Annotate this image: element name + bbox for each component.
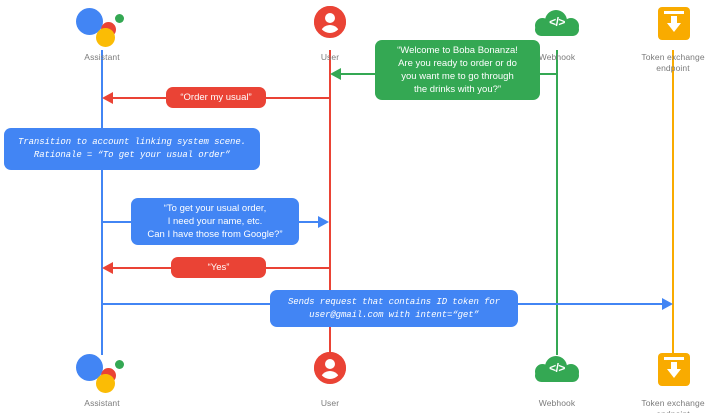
google-assistant-icon bbox=[74, 4, 130, 48]
arrow-yes-head bbox=[102, 262, 113, 274]
message-order-my-usual: “Order my usual” bbox=[166, 87, 266, 108]
assistant-dot-green bbox=[115, 14, 124, 23]
token-slot bbox=[664, 357, 684, 360]
user-avatar-icon bbox=[302, 4, 358, 48]
actor-label-assistant: Assistant bbox=[84, 398, 120, 408]
actor-assistant-bottom: Assistant bbox=[42, 350, 162, 409]
token-download-icon bbox=[645, 4, 701, 48]
actor-label-token: Token exchange endpoint bbox=[641, 52, 705, 73]
angle-brackets-glyph: </> bbox=[549, 15, 565, 29]
actor-webhook-top: </> Webhook bbox=[497, 4, 617, 63]
actor-user-bottom: User bbox=[270, 350, 390, 409]
message-sends-request-text: Sends request that contains ID token for… bbox=[287, 296, 501, 320]
actor-label-webhook: Webhook bbox=[538, 52, 576, 62]
message-transition-note: Transition to account linking system sce… bbox=[4, 128, 260, 170]
arrow-order-usual-head bbox=[102, 92, 113, 104]
actor-label-token: Token exchange endpoint bbox=[641, 398, 705, 413]
lifeline-user bbox=[329, 50, 331, 355]
message-yes: “Yes” bbox=[171, 257, 266, 278]
message-need-your-name: “To get your usual order, I need your na… bbox=[131, 198, 299, 245]
assistant-dot-yellow bbox=[96, 28, 115, 47]
message-yes-text: “Yes” bbox=[207, 262, 230, 273]
google-assistant-icon bbox=[74, 350, 130, 394]
message-transition-note-text: Transition to account linking system sce… bbox=[18, 137, 246, 160]
angle-brackets-glyph: </> bbox=[549, 361, 565, 375]
user-outline-ring bbox=[314, 6, 346, 38]
actor-token-top: Token exchange endpoint bbox=[613, 4, 725, 74]
token-download-icon bbox=[645, 350, 701, 394]
actor-webhook-bottom: </> Webhook bbox=[497, 350, 617, 409]
cloud-base bbox=[535, 23, 579, 36]
actor-token-bottom: Token exchange endpoint bbox=[613, 350, 725, 413]
user-outline-ring bbox=[314, 352, 346, 384]
cloud-code-icon: </> bbox=[529, 350, 585, 394]
assistant-dot-yellow bbox=[96, 374, 115, 393]
message-welcome: “Welcome to Boba Bonanza! Are you ready … bbox=[375, 40, 540, 100]
message-welcome-text: “Welcome to Boba Bonanza! Are you ready … bbox=[397, 45, 518, 95]
assistant-dot-green bbox=[115, 360, 124, 369]
actor-label-webhook: Webhook bbox=[538, 398, 576, 408]
lifeline-token bbox=[672, 50, 674, 355]
message-order-my-usual-text: “Order my usual” bbox=[180, 92, 252, 103]
token-slot bbox=[664, 11, 684, 14]
actor-label-user: User bbox=[320, 52, 340, 62]
cloud-shape: </> bbox=[535, 356, 579, 383]
actor-label-user: User bbox=[320, 398, 340, 408]
arrow-welcome-head bbox=[330, 68, 341, 80]
actor-label-assistant: Assistant bbox=[84, 52, 120, 62]
cloud-shape: </> bbox=[535, 10, 579, 37]
lifeline-assistant bbox=[101, 50, 103, 355]
token-arrow-head bbox=[667, 23, 681, 32]
cloud-code-icon: </> bbox=[529, 4, 585, 48]
actor-user-top: User bbox=[270, 4, 390, 63]
arrow-sends-request-head bbox=[662, 298, 673, 310]
message-sends-request: Sends request that contains ID token for… bbox=[270, 290, 518, 327]
token-arrow-stem bbox=[671, 362, 677, 371]
actor-assistant-top: Assistant bbox=[42, 4, 162, 63]
token-arrow-head bbox=[667, 369, 681, 378]
arrow-need-name-head bbox=[318, 216, 329, 228]
user-avatar-icon bbox=[302, 350, 358, 394]
message-need-your-name-text: “To get your usual order, I need your na… bbox=[147, 203, 283, 240]
lifeline-webhook bbox=[556, 50, 558, 355]
cloud-base bbox=[535, 369, 579, 382]
token-arrow-stem bbox=[671, 16, 677, 25]
